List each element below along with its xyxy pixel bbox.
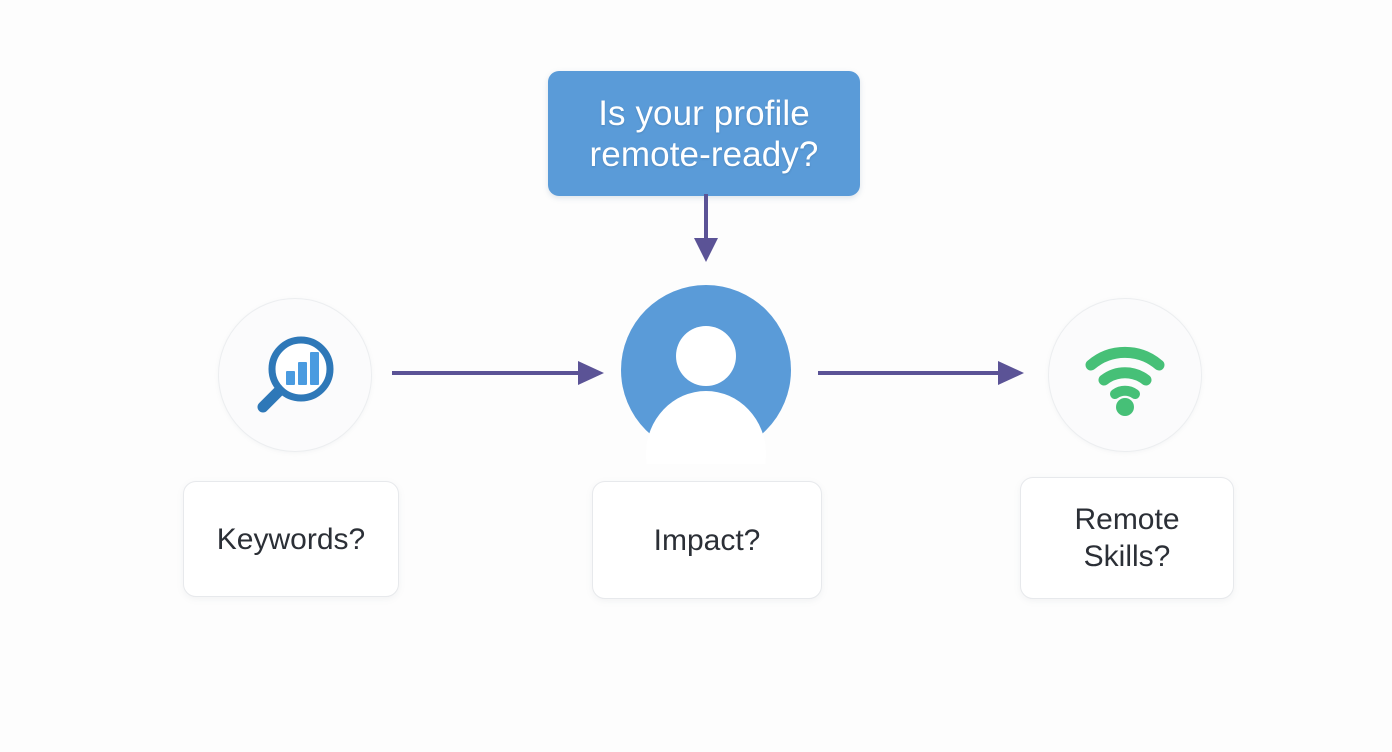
impact-avatar [620,284,792,517]
label-card-keywords: Keywords? [183,481,399,597]
label-impact-text: Impact? [653,523,761,557]
user-avatar-icon [621,285,791,517]
arrow-header-to-impact [694,194,718,262]
label-card-remote-skills: Remote Skills? [1020,477,1234,599]
arrow-impact-to-remote-skills [818,361,1024,385]
header-question-box: Is your profile remote-ready? [548,71,860,196]
label-remote-skills-text: Remote Skills? [1074,503,1180,573]
arrow-keywords-to-impact [392,361,604,385]
label-card-impact: Impact? [592,481,822,599]
remote-skills-icon-circle [1048,298,1202,452]
wifi-icon [1085,346,1165,416]
label-keywords-text: Keywords? [216,522,366,556]
header-question-text: Is your profile remote-ready? [589,93,819,174]
magnifier-bar-chart-icon [257,336,334,413]
keywords-icon-circle [218,298,372,452]
